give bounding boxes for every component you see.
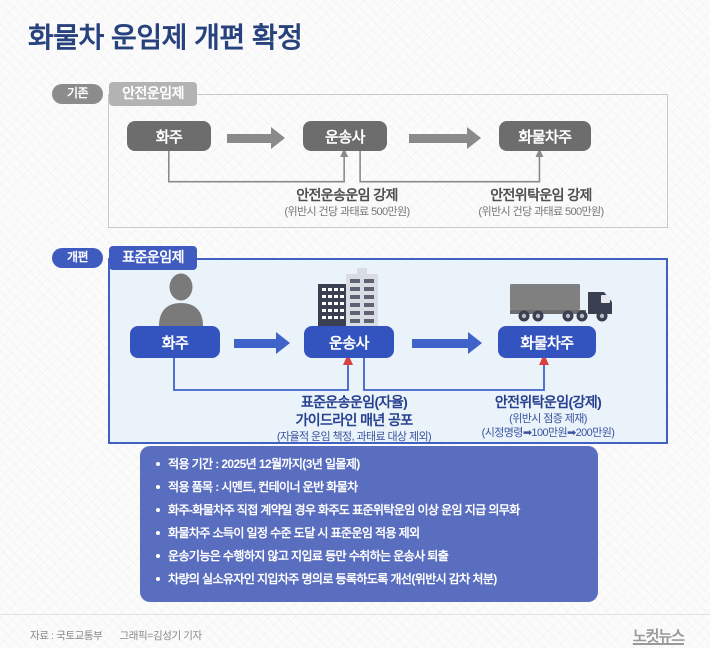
section-old-flow: 화주 운송사 화물차주 안전운송운임 강제 (위반시 건당 과태료 500만원)… [109, 95, 667, 227]
section-new-flow: 화주 운송사 화물차주 표준운송운임(자율) 가이드라인 매년 공포 (자율적 … [110, 260, 666, 444]
list-item: 적용 품목 : 시멘트, 컨테이너 운반 화물차 [156, 481, 582, 493]
footer-graphic-credit: 그래픽=김성기 기자 [119, 630, 202, 642]
caption-old-1: 안전운송운임 강제 (위반시 건당 과태료 500만원) [167, 187, 527, 219]
list-item: 화주-화물차주 직접 계약일 경우 화주도 표준위탁운임 이상 운임 지급 의무… [156, 504, 582, 516]
arrow-new-1 [234, 332, 290, 354]
section-old-tag: 기존 [52, 84, 104, 105]
caption-new-2-sub1: (위반시 점증 제재) [509, 412, 587, 425]
person-icon [154, 272, 208, 331]
arrow-old-1 [227, 127, 285, 149]
caption-old-2-sub: (위반시 건당 과태료 500만원) [478, 205, 604, 218]
caption-new-1-main2: 가이드라인 매년 공포 [295, 411, 413, 428]
arrow-new-2 [412, 332, 482, 354]
section-new-tag: 개편 [52, 248, 104, 269]
node-new-carrier: 운송사 [304, 326, 394, 358]
footer-source-text: 자료 : 국토교통부 [30, 630, 103, 642]
caption-old-1-sub: (위반시 건당 과태료 500만원) [284, 205, 410, 218]
building-icon [316, 266, 380, 331]
section-new-panel: 화주 운송사 화물차주 표준운송운임(자율) 가이드라인 매년 공포 (자율적 … [108, 258, 668, 444]
section-old-tags: 기존 안전운임제 [52, 82, 197, 107]
caption-new-2-main1: 안전위탁운임(강제) [494, 394, 602, 410]
caption-new-1-main1: 표준운송운임(자율) [300, 394, 408, 410]
nocutnews-logo: 노컷뉴스 [632, 628, 685, 645]
caption-new-1: 표준운송운임(자율) 가이드라인 매년 공포 (자율적 운임 책정, 과태료 대… [168, 394, 540, 444]
truck-icon [508, 282, 616, 331]
caption-new-1-sub: (자율적 운임 책정, 과태료 대상 제외) [276, 430, 432, 443]
section-new-tags: 개편 표준운임제 [52, 246, 197, 271]
section-old-label: 안전운임제 [109, 82, 197, 107]
bullet-list: 적용 기간 : 2025년 12월까지(3년 일몰제) 적용 품목 : 시멘트,… [156, 458, 582, 585]
caption-old-1-main: 안전운송운임 강제 [296, 187, 398, 203]
arrow-old-2 [409, 127, 481, 149]
bullet-panel: 적용 기간 : 2025년 12월까지(3년 일몰제) 적용 품목 : 시멘트,… [140, 446, 598, 602]
list-item: 운송기능은 수행하지 않고 지입료 등만 수취하는 운송사 퇴출 [156, 550, 582, 562]
node-new-shipper: 화주 [130, 326, 220, 358]
section-new-label: 표준운임제 [109, 246, 197, 271]
node-old-trucker: 화물차주 [499, 121, 591, 151]
node-old-carrier: 운송사 [303, 121, 387, 151]
caption-new-2-sub2: (시정명령➡100만원➡200만원) [481, 427, 615, 440]
list-item: 적용 기간 : 2025년 12월까지(3년 일몰제) [156, 458, 582, 470]
caption-old-2: 안전위탁운임 강제 (위반시 건당 과태료 500만원) [361, 187, 710, 219]
section-old-panel: 화주 운송사 화물차주 안전운송운임 강제 (위반시 건당 과태료 500만원)… [108, 94, 668, 228]
node-new-trucker: 화물차주 [498, 326, 596, 358]
page-title: 화물차 운임제 개편 확정 [28, 22, 303, 53]
caption-old-2-main: 안전위탁운임 강제 [490, 187, 592, 203]
caption-new-2: 안전위탁운임(강제) (위반시 점증 제재) (시정명령➡100만원➡200만원… [362, 394, 710, 441]
list-item: 차량의 실소유자인 지입차주 명의로 등록하도록 개선(위반시 감차 처분) [156, 573, 582, 585]
list-item: 화물차주 소득이 일정 수준 도달 시 표준운임 적용 제외 [156, 527, 582, 539]
node-old-shipper: 화주 [127, 121, 211, 151]
footer-divider [0, 614, 710, 615]
footer-credits: 자료 : 국토교통부 그래픽=김성기 기자 [30, 628, 202, 643]
